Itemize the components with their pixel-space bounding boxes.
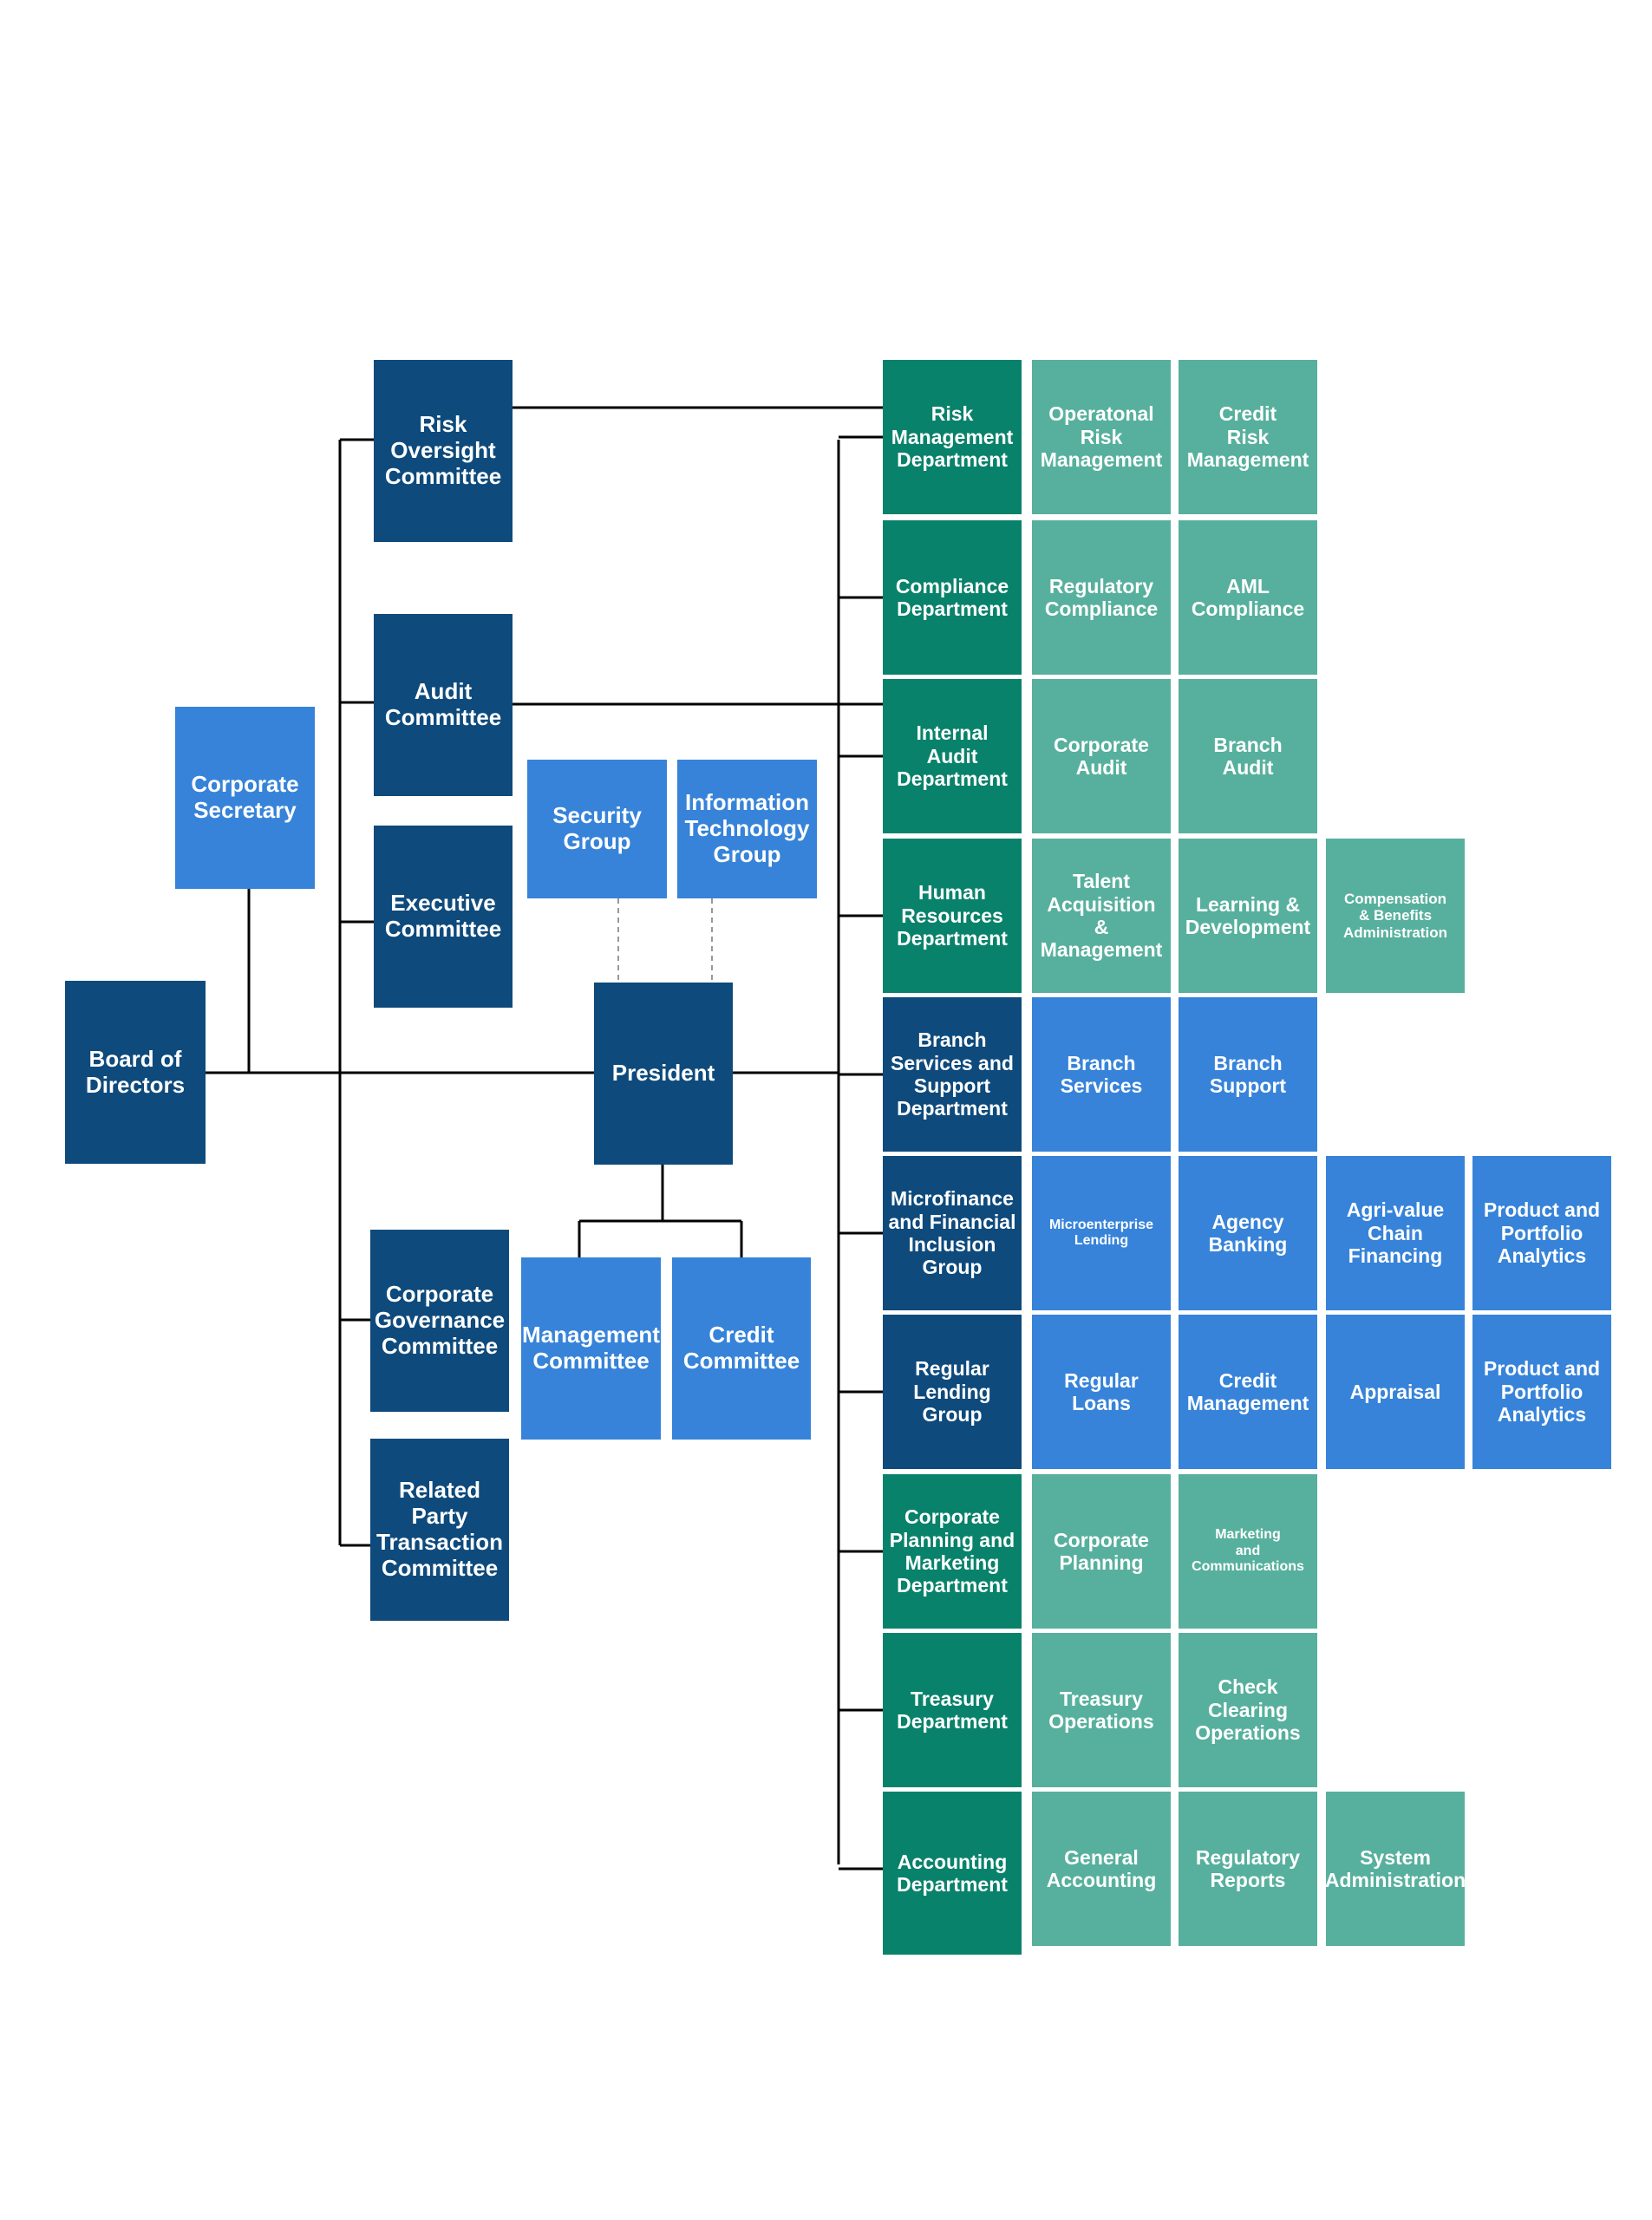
committee-risk-oversight: Risk Oversight Committee (374, 360, 513, 542)
unit-box: Microenterprise Lending (1032, 1156, 1171, 1310)
credit-committee-box: Credit Committee (672, 1257, 811, 1440)
management-committee-box: Management Committee (521, 1257, 661, 1440)
department-box: Human Resources Department (883, 839, 1022, 993)
unit-box: Regular Loans (1032, 1315, 1171, 1469)
unit-box: Compensation & Benefits Administration (1326, 839, 1465, 993)
unit-box: General Accounting (1032, 1792, 1171, 1946)
unit-box: Learning & Development (1179, 839, 1317, 993)
department-box: Internal Audit Department (883, 679, 1022, 833)
unit-box: Corporate Audit (1032, 679, 1171, 833)
it-group-box: Information Technology Group (677, 760, 817, 898)
unit-box: Treasury Operations (1032, 1633, 1171, 1787)
unit-box: Branch Support (1179, 997, 1317, 1152)
committee-audit: Audit Committee (374, 614, 513, 796)
unit-box: Product and Portfolio Analytics (1472, 1156, 1611, 1310)
unit-box: Regulatory Compliance (1032, 520, 1171, 675)
unit-box: Branch Audit (1179, 679, 1317, 833)
department-box: Risk Management Department (883, 360, 1022, 514)
unit-box: Agri-value Chain Financing (1326, 1156, 1465, 1310)
corporate-secretary-box: Corporate Secretary (175, 707, 315, 889)
unit-box: Check Clearing Operations (1179, 1633, 1317, 1787)
department-box: Compliance Department (883, 520, 1022, 675)
department-box: Regular Lending Group (883, 1315, 1022, 1469)
unit-box: Credit Management (1179, 1315, 1317, 1469)
department-box: Branch Services and Support Department (883, 997, 1022, 1152)
unit-box: Branch Services (1032, 997, 1171, 1152)
committee-corporate-governance: Corporate Governance Committee (370, 1230, 509, 1412)
security-group-box: Security Group (527, 760, 667, 898)
department-box: Accounting Department (883, 1792, 1022, 1955)
unit-box: Product and Portfolio Analytics (1472, 1315, 1611, 1469)
unit-box: System Administration (1325, 1792, 1466, 1946)
unit-box: Appraisal (1326, 1315, 1465, 1469)
unit-box: Marketing and Communications (1179, 1474, 1317, 1629)
committee-executive: Executive Committee (374, 826, 513, 1008)
unit-box: Agency Banking (1179, 1156, 1317, 1310)
unit-box: Credit Risk Management (1179, 360, 1317, 514)
committee-related-party: Related Party Transaction Committee (370, 1439, 509, 1621)
unit-box: Talent Acquisition & Management (1032, 839, 1171, 993)
board-of-directors-box: Board of Directors (65, 981, 206, 1164)
unit-box: Regulatory Reports (1179, 1792, 1317, 1946)
president-box: President (594, 983, 733, 1165)
unit-box: AML Compliance (1179, 520, 1317, 675)
department-box: Corporate Planning and Marketing Departm… (883, 1474, 1022, 1629)
unit-box: Operatonal Risk Management (1032, 360, 1171, 514)
unit-box: Corporate Planning (1032, 1474, 1171, 1629)
department-box: Treasury Department (883, 1633, 1022, 1787)
department-box: Microfinance and Financial Inclusion Gro… (883, 1156, 1022, 1310)
